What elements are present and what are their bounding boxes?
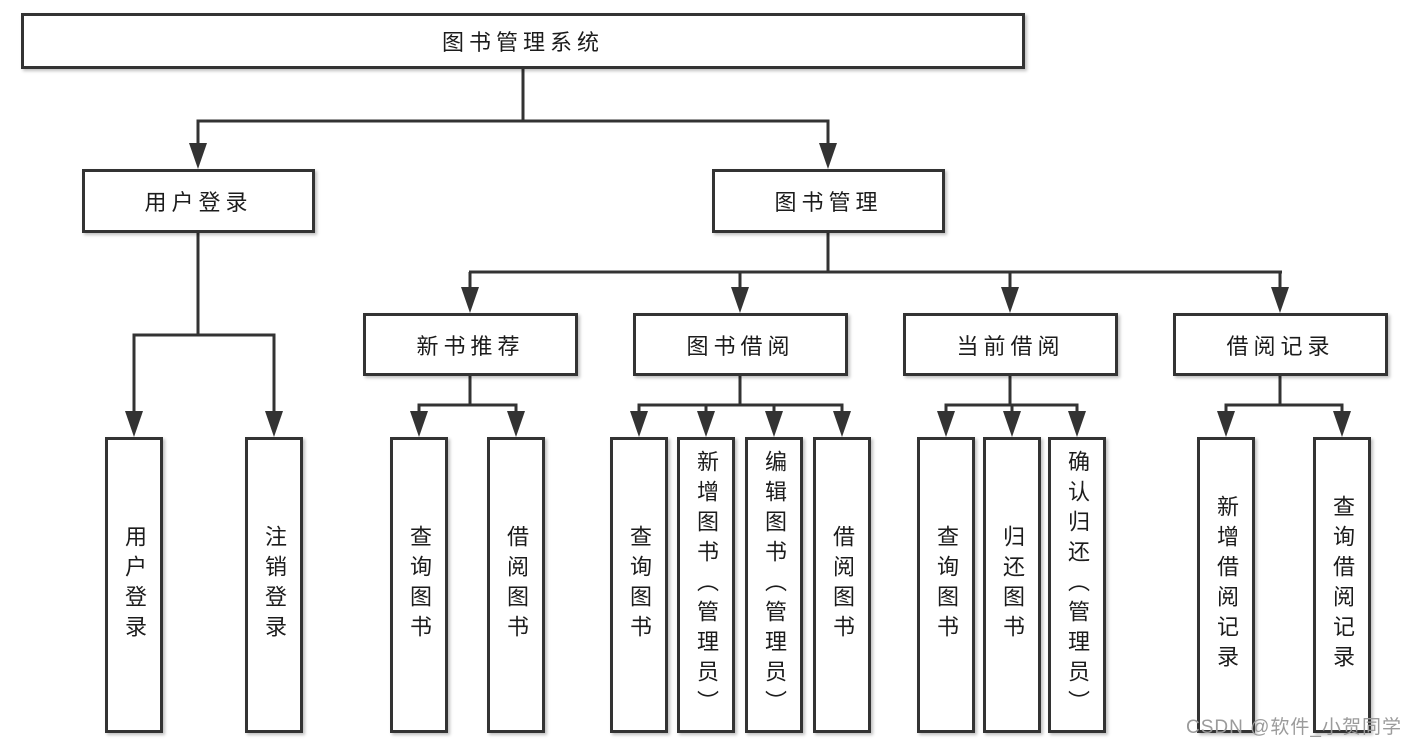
node-user-login: 用户登录 xyxy=(82,169,315,233)
leaf-user-login: 用户登录 xyxy=(105,437,163,733)
leaf-current-query: 查询图书 xyxy=(917,437,975,733)
node-book-management: 图书管理 xyxy=(712,169,945,233)
leaf-label: 编辑图书（管理员） xyxy=(762,450,787,720)
leaf-borrow-query: 查询图书 xyxy=(610,437,668,733)
csdn-watermark: CSDN @软件_小贺同学 xyxy=(1186,717,1402,738)
leaf-borrow-add-admin: 新增图书（管理员） xyxy=(677,437,735,733)
leaf-label: 查询借阅记录 xyxy=(1330,495,1355,675)
node-current-borrow: 当前借阅 xyxy=(903,313,1118,376)
node-label: 用户登录 xyxy=(144,190,253,215)
branch-borrow-to-leaves xyxy=(630,376,851,437)
leaf-label: 借阅图书 xyxy=(504,525,529,645)
node-borrow-records: 借阅记录 xyxy=(1173,313,1388,376)
leaf-label: 确认归还（管理员） xyxy=(1065,450,1090,720)
leaf-borrow-edit-admin: 编辑图书（管理员） xyxy=(745,437,803,733)
leaf-newbook-query: 查询图书 xyxy=(390,437,448,733)
node-label: 图书借阅 xyxy=(686,333,795,359)
leaf-label: 注销登录 xyxy=(262,525,287,645)
node-label: 当前借阅 xyxy=(956,333,1065,359)
leaf-logout: 注销登录 xyxy=(245,437,303,733)
node-library-system: 图书管理系统 xyxy=(21,13,1025,69)
leaf-label: 查询图书 xyxy=(627,525,652,645)
leaf-label: 归还图书 xyxy=(1000,525,1025,645)
node-label: 图书管理系统 xyxy=(441,30,604,55)
node-label: 图书管理 xyxy=(774,190,883,215)
node-label: 借阅记录 xyxy=(1226,333,1335,359)
branch-bookmgmt-to-level2 xyxy=(461,233,1289,313)
leaf-label: 新增借阅记录 xyxy=(1214,495,1239,675)
leaf-label: 查询图书 xyxy=(934,525,959,645)
leaf-current-return: 归还图书 xyxy=(983,437,1041,733)
branch-newbook-to-leaves xyxy=(410,376,525,437)
branch-root-to-level1 xyxy=(189,69,837,169)
leaf-newbook-borrow: 借阅图书 xyxy=(487,437,545,733)
branch-current-to-leaves xyxy=(937,376,1086,437)
branch-userlogin-to-leaves xyxy=(125,233,283,437)
leaf-records-query: 查询借阅记录 xyxy=(1313,437,1371,733)
node-book-borrow: 图书借阅 xyxy=(633,313,848,376)
leaf-label: 查询图书 xyxy=(407,525,432,645)
node-label: 新书推荐 xyxy=(416,333,525,359)
branch-records-to-leaves xyxy=(1217,376,1351,437)
node-new-book-recommend: 新书推荐 xyxy=(363,313,578,376)
leaf-current-confirm-admin: 确认归还（管理员） xyxy=(1048,437,1106,733)
leaf-label: 新增图书（管理员） xyxy=(694,450,719,720)
leaf-borrow-book: 借阅图书 xyxy=(813,437,871,733)
leaf-records-add: 新增借阅记录 xyxy=(1197,437,1255,733)
leaf-label: 借阅图书 xyxy=(830,525,855,645)
leaf-label: 用户登录 xyxy=(122,525,147,645)
